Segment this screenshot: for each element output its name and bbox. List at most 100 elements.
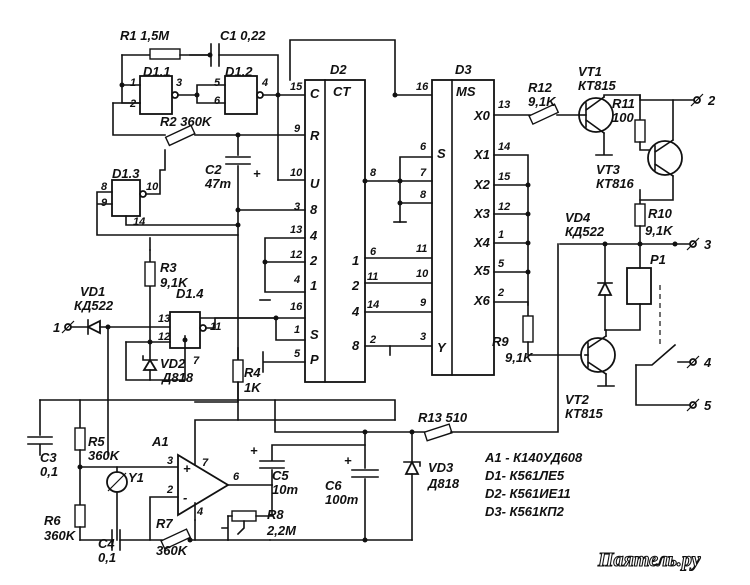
r3-label: R3 — [160, 260, 177, 275]
r11-value: 100 — [612, 110, 634, 125]
svg-text:14: 14 — [133, 216, 145, 228]
vd4-type: КД522 — [565, 224, 605, 239]
d2-out-8: 8 — [352, 338, 360, 353]
c6-value: 100m — [325, 492, 359, 507]
r5-label: R5 — [88, 434, 105, 449]
vd1-type: КД522 — [74, 298, 114, 313]
c3-label: C3 — [40, 450, 57, 465]
svg-text:7: 7 — [202, 457, 209, 469]
svg-text:3: 3 — [704, 237, 712, 252]
svg-text:6: 6 — [233, 471, 240, 483]
r2-label: R2 360K — [160, 114, 213, 129]
legend-d2: D2- К561ИЕ11 — [485, 486, 571, 501]
r4-value: 1K — [244, 380, 262, 395]
svg-text:11: 11 — [367, 271, 378, 283]
terminal-5: 5 — [686, 398, 712, 413]
svg-text:2: 2 — [707, 93, 716, 108]
d3-pin-x1: X1 — [473, 147, 490, 162]
vt2-type: КТ815 — [565, 406, 604, 421]
d3-pin-s: S — [437, 146, 446, 161]
vd3-type: Д818 — [427, 476, 460, 491]
svg-text:2: 2 — [129, 98, 136, 110]
c4-value: 0,1 — [98, 550, 116, 565]
vd4-label: VD4 — [565, 210, 591, 225]
svg-text:7: 7 — [193, 355, 200, 367]
svg-text:13: 13 — [158, 313, 170, 325]
d2-label: D2 — [330, 62, 347, 77]
d2-pin-p: P — [310, 352, 319, 367]
r4-resistor — [232, 359, 244, 383]
r7-resistor — [160, 528, 192, 551]
svg-text:5: 5 — [294, 348, 301, 360]
r2-resistor — [164, 124, 196, 147]
svg-text:3: 3 — [167, 455, 173, 467]
vd1-diode: VD1 КД522 — [70, 284, 114, 335]
c2-plus: + — [253, 166, 261, 181]
vt1-transistor: VT1 КТ815 — [578, 64, 617, 135]
d3-ms: MS — [456, 84, 476, 99]
d2-out-1: 1 — [352, 253, 359, 268]
d2-pin-c: C — [310, 86, 320, 101]
d3-label: D3 — [455, 62, 472, 77]
vd2-zener: VD2 Д818 — [142, 341, 194, 385]
svg-text:6: 6 — [214, 95, 221, 107]
svg-text:9: 9 — [294, 123, 301, 135]
vd1-label: VD1 — [80, 284, 105, 299]
svg-text:10: 10 — [290, 167, 303, 179]
c5-plus: + — [250, 443, 258, 458]
r9-label: R9 — [492, 334, 509, 349]
r9-resistor — [522, 315, 534, 343]
legend: A1 - К140УД608 D1- К561ЛЕ5 D2- К561ИЕ11 … — [484, 450, 583, 519]
d1-1-gate: D1.1 1 2 3 — [129, 64, 182, 115]
vd3-label: VD3 — [428, 460, 454, 475]
d1-2-gate: D1.2 5 6 4 — [214, 64, 268, 115]
svg-text:1: 1 — [498, 229, 504, 241]
d3-pin-y: Y — [437, 340, 447, 355]
svg-text:8: 8 — [370, 167, 377, 179]
svg-text:13: 13 — [498, 99, 510, 111]
vd2-label: VD2 — [160, 356, 186, 371]
legend-d1: D1- К561ЛЕ5 — [485, 468, 565, 483]
y1-label: Y1 — [128, 470, 144, 485]
r5-value: 360K — [88, 448, 121, 463]
r12-value: 9,1K — [528, 94, 557, 109]
d3-pin-x5: X5 — [473, 263, 491, 278]
d1-3-gate: D1.3 8 9 10 14 — [101, 166, 159, 228]
p1-label: P1 — [650, 252, 666, 267]
c3-value: 0,1 — [40, 464, 58, 479]
svg-text:1: 1 — [294, 324, 300, 336]
svg-text:10: 10 — [416, 268, 429, 280]
c2-label: C2 — [205, 162, 222, 177]
vt1-label: VT1 — [578, 64, 602, 79]
r5-resistor — [74, 427, 86, 451]
svg-text:1: 1 — [53, 320, 60, 335]
c5-label: C5 — [272, 468, 289, 483]
d2-ct: CT — [333, 84, 351, 99]
d3-pin-x0: X0 — [473, 108, 491, 123]
svg-text:9: 9 — [420, 297, 427, 309]
r7-label: R7 — [156, 516, 173, 531]
c2-value: 47m — [204, 176, 231, 191]
d2-pin-4a: 4 — [309, 228, 318, 243]
c6-label: C6 — [325, 478, 342, 493]
vt1-type: КТ815 — [578, 78, 617, 93]
d2-pin-s: S — [310, 327, 319, 342]
terminal-2: 2 — [690, 93, 716, 108]
terminal-3: 3 — [686, 237, 712, 252]
legend-a1: A1 - К140УД608 — [484, 450, 583, 465]
p1-relay: P1 — [626, 252, 666, 305]
r10-resistor — [634, 203, 646, 227]
svg-text:2: 2 — [369, 334, 376, 346]
a1-plus: + — [183, 461, 191, 476]
a1-label: A1 — [151, 434, 169, 449]
d2-out-4: 4 — [351, 304, 360, 319]
r3-value: 9,1K — [160, 275, 189, 290]
terminal-4: 4 — [686, 355, 712, 370]
svg-text:6: 6 — [370, 246, 377, 258]
r4-label: R4 — [244, 365, 261, 380]
r7-value: 360K — [156, 543, 189, 558]
svg-text:14: 14 — [367, 299, 379, 311]
d1-1-label: D1.1 — [143, 64, 170, 79]
d2-pin-u: U — [310, 176, 320, 191]
